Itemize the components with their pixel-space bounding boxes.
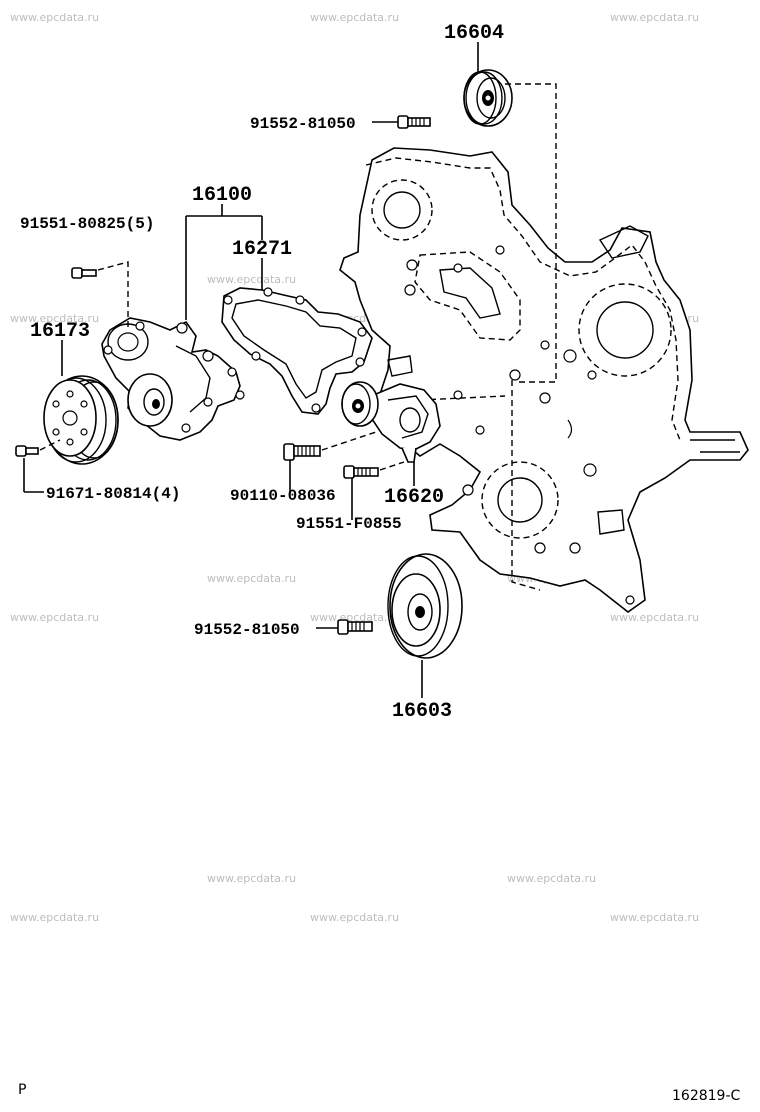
alignment-lines bbox=[419, 83, 557, 591]
watermark: www.epcdata.ru bbox=[610, 611, 699, 624]
part-labels: 16604 91552-81050 16100 91551-80825(5) 1… bbox=[20, 22, 504, 723]
watermark: www.epcdata.ru bbox=[207, 572, 296, 585]
label-91551-F0855: 91551-F0855 bbox=[296, 515, 402, 533]
label-90110-08036: 90110-08036 bbox=[230, 487, 336, 505]
watermark: www.epcdata.ru bbox=[10, 312, 99, 325]
corner-code-left: P bbox=[18, 1082, 26, 1098]
water-pump-pulley bbox=[43, 375, 119, 465]
watermark: www.epcdata.ru bbox=[310, 11, 399, 24]
label-16620: 16620 bbox=[384, 486, 444, 509]
idler-pulley-top bbox=[463, 69, 513, 127]
label-91551-80825: 91551-80825(5) bbox=[20, 215, 154, 233]
watermark: www.epcdata.ru bbox=[310, 611, 399, 624]
label-16100: 16100 bbox=[192, 184, 252, 207]
label-91552-bottom: 91552-81050 bbox=[194, 621, 300, 639]
watermark: www.epcdata.ru bbox=[207, 273, 296, 286]
bolt-pulley bbox=[15, 439, 61, 457]
watermark: www.epcdata.ru bbox=[610, 911, 699, 924]
label-16173: 16173 bbox=[30, 320, 90, 343]
watermark: www.epcdata.ru bbox=[207, 872, 296, 885]
label-16271: 16271 bbox=[232, 238, 292, 261]
bolt-tensioner-short bbox=[343, 461, 405, 479]
label-16603: 16603 bbox=[392, 700, 452, 723]
bolt-tensioner-long bbox=[283, 431, 377, 461]
water-pump-gasket bbox=[221, 287, 373, 415]
leader-lines bbox=[23, 42, 479, 698]
watermark: www.epcdata.ru bbox=[10, 11, 99, 24]
timing-chain-cover bbox=[339, 147, 749, 613]
watermark: www.epcdata.ru bbox=[10, 911, 99, 924]
water-pump bbox=[101, 317, 245, 441]
label-16604: 16604 bbox=[444, 22, 504, 45]
watermark: www.epcdata.ru bbox=[610, 11, 699, 24]
watermark: www.epcdata.ru bbox=[310, 911, 399, 924]
watermark: www.epcdata.ru bbox=[507, 872, 596, 885]
bolt-water-pump bbox=[71, 261, 129, 330]
watermark: www.epcdata.ru bbox=[10, 611, 99, 624]
belt-tensioner bbox=[341, 381, 441, 463]
label-91671-80814: 91671-80814(4) bbox=[46, 485, 180, 503]
bolt-top bbox=[397, 115, 431, 129]
idler-pulley-bottom bbox=[387, 553, 463, 659]
label-91552-top: 91552-81050 bbox=[250, 115, 356, 133]
bolt-bottom bbox=[337, 619, 373, 635]
illustration-number: 162819-C bbox=[672, 1088, 740, 1104]
